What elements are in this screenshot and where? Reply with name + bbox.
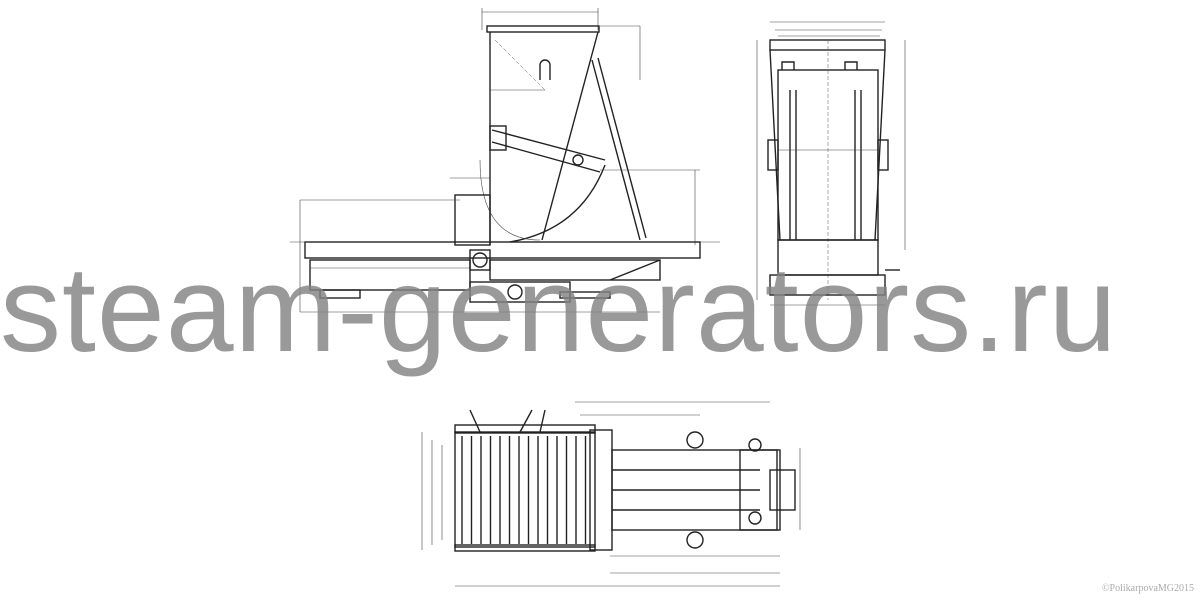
side-view	[290, 8, 720, 313]
watermark-text: steam-generators.ru	[0, 241, 1118, 377]
copyright-text: ©PolikarpovaMG2015	[1101, 583, 1194, 594]
top-view	[421, 401, 801, 587]
front-view	[756, 21, 906, 306]
